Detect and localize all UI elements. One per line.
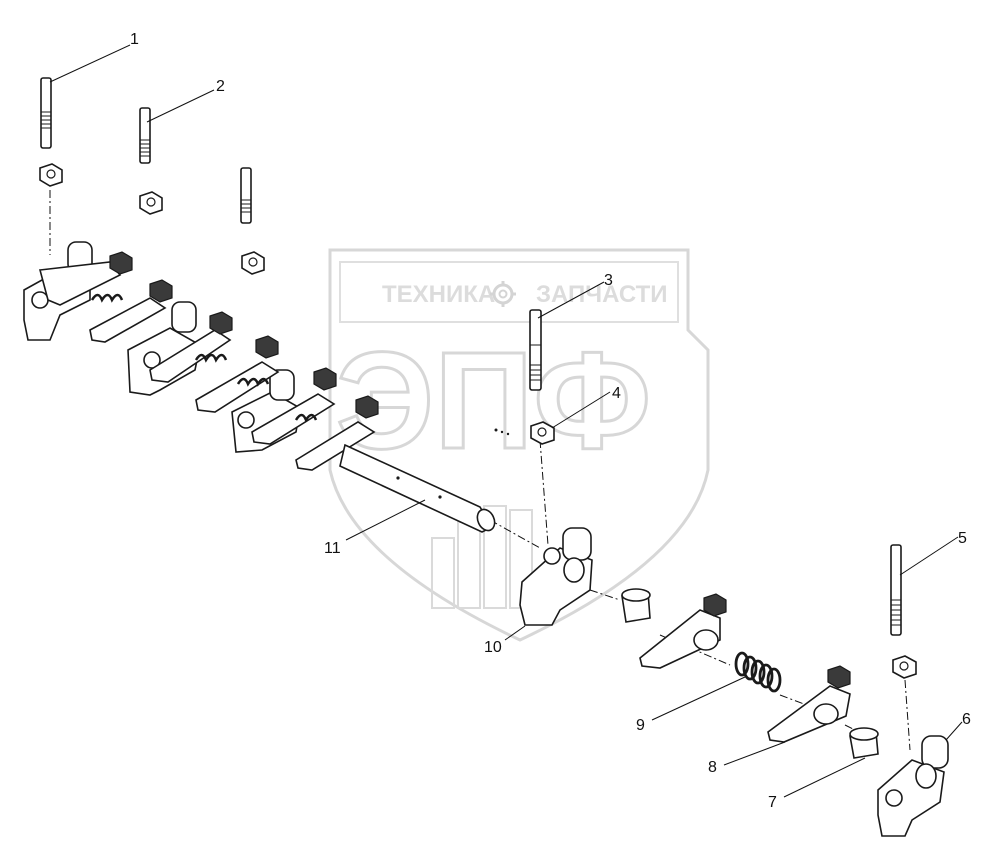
gear-icon (490, 281, 516, 307)
callouts: 1 2 3 4 5 6 7 8 9 10 11 (49, 31, 971, 811)
callout-6: 6 (962, 711, 971, 728)
watermark-top-text-right: ЗАПЧАСТИ (536, 281, 668, 308)
bushing-7 (849, 727, 879, 759)
rocker-arm (251, 393, 336, 445)
watermark-shield (328, 248, 710, 642)
callout-3: 3 (604, 272, 613, 289)
end-bracket-10 (519, 527, 593, 626)
callout-1: 1 (130, 31, 139, 48)
callout-9: 9 (636, 717, 645, 734)
nut-d (892, 655, 917, 679)
nut-c (241, 251, 265, 275)
rocker-arm (195, 361, 280, 413)
callout-2: 2 (216, 78, 225, 95)
springs (90, 293, 318, 423)
rocker-shaft (339, 443, 496, 533)
rocker-arm-upper (639, 593, 727, 669)
rocker-arm (149, 329, 232, 383)
nut-a (39, 163, 63, 187)
rocker-arm (38, 261, 122, 306)
callout-7: 7 (768, 794, 777, 811)
callout-8: 8 (708, 759, 717, 776)
adjuster-screws (109, 251, 379, 419)
watermark-top-text: ТЕХНИКА (382, 281, 495, 308)
small-pins (494, 428, 510, 436)
watermark-banner (339, 261, 679, 323)
rocker-assembly-left (23, 241, 510, 533)
watermark-brand: ЭПФ (336, 324, 651, 478)
nut-4 (530, 421, 555, 445)
callout-11: 11 (324, 540, 341, 557)
end-bracket-6 (877, 735, 949, 837)
stud-short (240, 167, 252, 224)
callout-10: 10 (484, 639, 502, 656)
stud-5 (890, 544, 902, 636)
stud-3 (529, 309, 542, 391)
nut-b (139, 191, 163, 215)
watermark: ТЕХНИКА ЗАПЧАСТИ ЭПФ (328, 248, 710, 642)
callout-4: 4 (612, 385, 621, 402)
rocker-arm (89, 297, 167, 343)
stud-1 (40, 77, 52, 149)
bushing-upper (621, 588, 651, 623)
spring-9 (734, 651, 782, 693)
stud-2 (139, 107, 151, 164)
support-bracket-3 (231, 369, 301, 453)
rocker-arm-8 (767, 665, 851, 743)
callout-5: 5 (958, 530, 967, 547)
